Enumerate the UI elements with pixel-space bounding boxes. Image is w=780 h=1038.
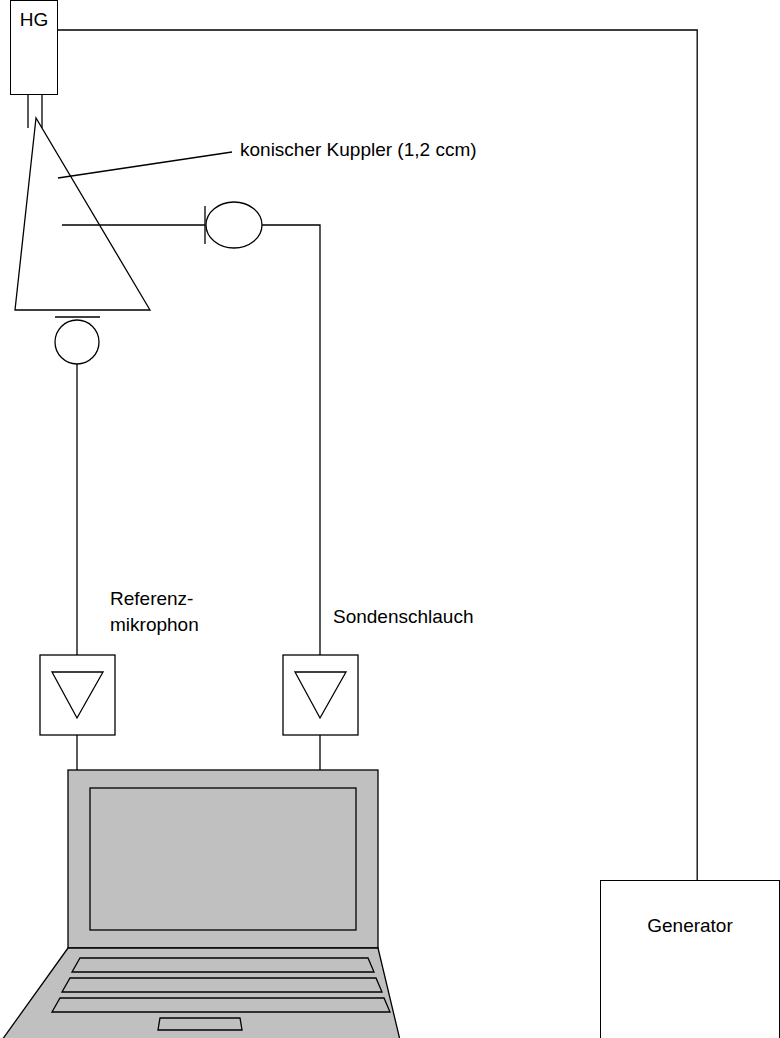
laptop-lid [68,770,378,948]
part-label: Referenz- mikrophon [110,586,210,637]
amplifier-symbol [295,672,346,718]
laptop-screen [90,788,356,930]
keyboard-row [72,958,374,972]
keyboard-row [62,978,382,992]
signal-wire [76,735,77,770]
laptop-base [2,948,400,1038]
box-text: Generator [601,915,779,938]
probe-microphone [206,202,262,248]
reference-microphone [55,320,99,364]
probe-tube [62,224,205,225]
generator-box: Generator [600,880,780,1038]
mic-diaphragm [55,316,100,317]
conical-coupler [15,118,150,310]
signal-wire [319,735,320,770]
tube-wall [27,95,28,128]
amplifier-symbol [52,672,103,718]
mic-wire [76,364,77,655]
amplifier-box [40,655,115,735]
part-label: konischer Kuppler (1,2 ccm) [240,137,540,163]
cable [58,30,697,880]
keyboard-row [52,998,390,1012]
leader-line [58,152,232,178]
touchpad [158,1018,242,1030]
box-text: HG [11,9,57,32]
tube-wall [41,95,42,128]
probe-wire [262,225,320,655]
part-label: Sondenschlauch [333,604,533,630]
device-box: HG [10,0,58,95]
amplifier-box [283,655,358,735]
